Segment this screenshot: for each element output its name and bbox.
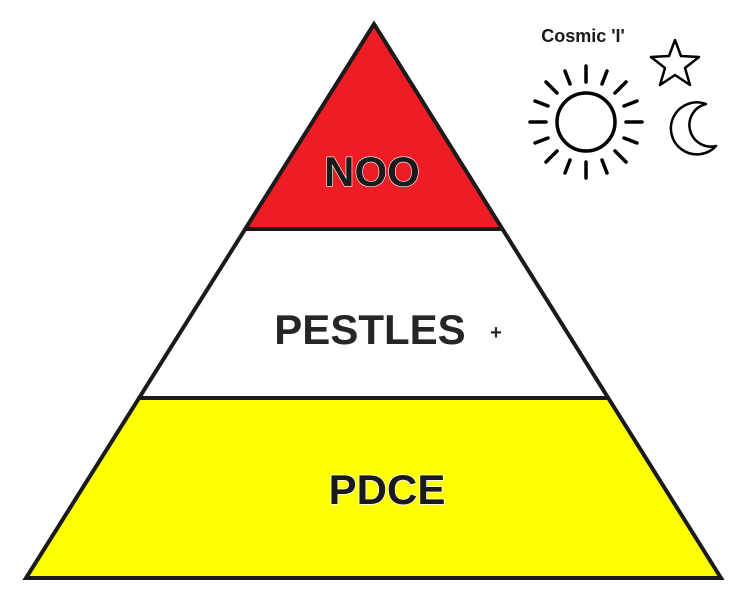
- tier-label-pestles: PESTLES: [274, 306, 465, 353]
- tier-bottom-pdce: [26, 398, 721, 578]
- tier-label-pdce: PDCE: [329, 466, 446, 513]
- star-icon: [649, 38, 701, 87]
- tier-label-noo: NOO: [324, 148, 420, 195]
- tier-middle-pestles: [140, 229, 609, 398]
- sun-icon: [528, 64, 644, 180]
- moon-icon: [669, 101, 718, 156]
- tier-top-noo: [246, 24, 502, 229]
- pyramid-outline: [22, 20, 725, 580]
- tier-label-pestles-plus: +: [490, 322, 502, 344]
- cosmic-label: Cosmic 'I': [541, 26, 625, 46]
